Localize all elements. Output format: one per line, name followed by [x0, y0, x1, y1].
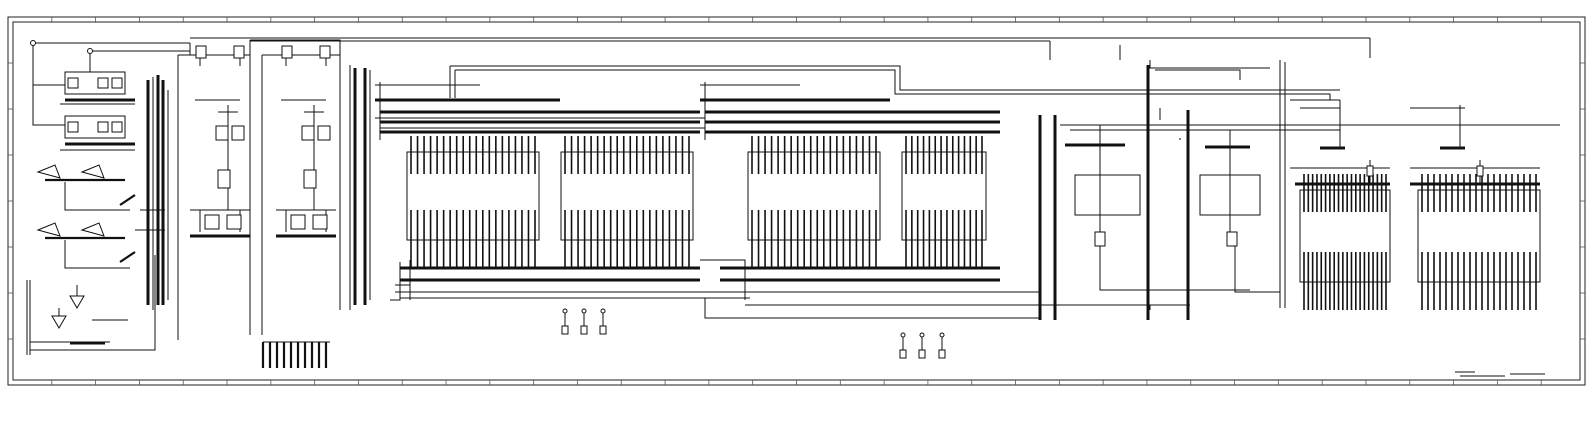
connector [319, 45, 331, 59]
regulator-section [177, 39, 341, 368]
transistor [301, 125, 315, 141]
vertical-bus-group [30, 65, 371, 351]
top-bus-network [190, 37, 1371, 320]
ic-body [901, 151, 987, 241]
connector [561, 325, 569, 335]
ic-body [560, 151, 694, 241]
ic-body [1417, 189, 1541, 283]
ic-block [560, 136, 694, 268]
regulator-ic [303, 169, 317, 189]
input-terminal [87, 48, 93, 54]
pin-strip-group [261, 341, 330, 368]
regulator-circuit [276, 45, 336, 238]
test-point [919, 332, 925, 338]
transistor [226, 214, 242, 230]
ic-body [406, 151, 540, 241]
regulator-ic [217, 169, 231, 189]
transistor [312, 214, 328, 230]
test-point [900, 332, 906, 338]
connector [599, 325, 607, 335]
connector [899, 349, 907, 359]
transistor [204, 214, 220, 230]
test-point [581, 308, 587, 314]
connector [918, 349, 926, 359]
ic-body [1299, 189, 1391, 283]
transistor [317, 125, 331, 141]
switch-group [36, 164, 136, 269]
connector [938, 349, 946, 359]
title-block [1455, 371, 1545, 377]
sheet-border [7, 16, 1586, 386]
capacitor [1366, 165, 1374, 177]
ic-block-group [406, 136, 1541, 310]
ic-block [1299, 174, 1391, 310]
ic-body [747, 151, 881, 241]
regulator-ic [1226, 231, 1238, 247]
input-terminal [30, 40, 36, 46]
ic-block [1417, 174, 1541, 310]
connector [580, 325, 588, 335]
right-section [1060, 99, 1560, 293]
transistor [290, 214, 306, 230]
border-ticks [8, 17, 1585, 385]
ic-block [747, 136, 881, 268]
connector [195, 45, 207, 59]
test-point [562, 308, 568, 314]
regulator-ic [1094, 231, 1106, 247]
connector [233, 45, 245, 59]
regulator-circuit [190, 45, 250, 238]
ic-block [901, 136, 987, 268]
capacitor [1476, 165, 1484, 177]
buffer-group [26, 280, 128, 355]
connector [281, 45, 293, 59]
connector-row [60, 115, 135, 151]
ic-block [406, 136, 540, 268]
test-point-group [561, 308, 946, 359]
left-input-section [26, 40, 190, 355]
transistor [231, 125, 245, 141]
connector-row [60, 71, 135, 105]
test-point [600, 308, 606, 314]
ic-bus-group [375, 82, 1190, 319]
transistor [215, 125, 229, 141]
test-point [939, 332, 945, 338]
